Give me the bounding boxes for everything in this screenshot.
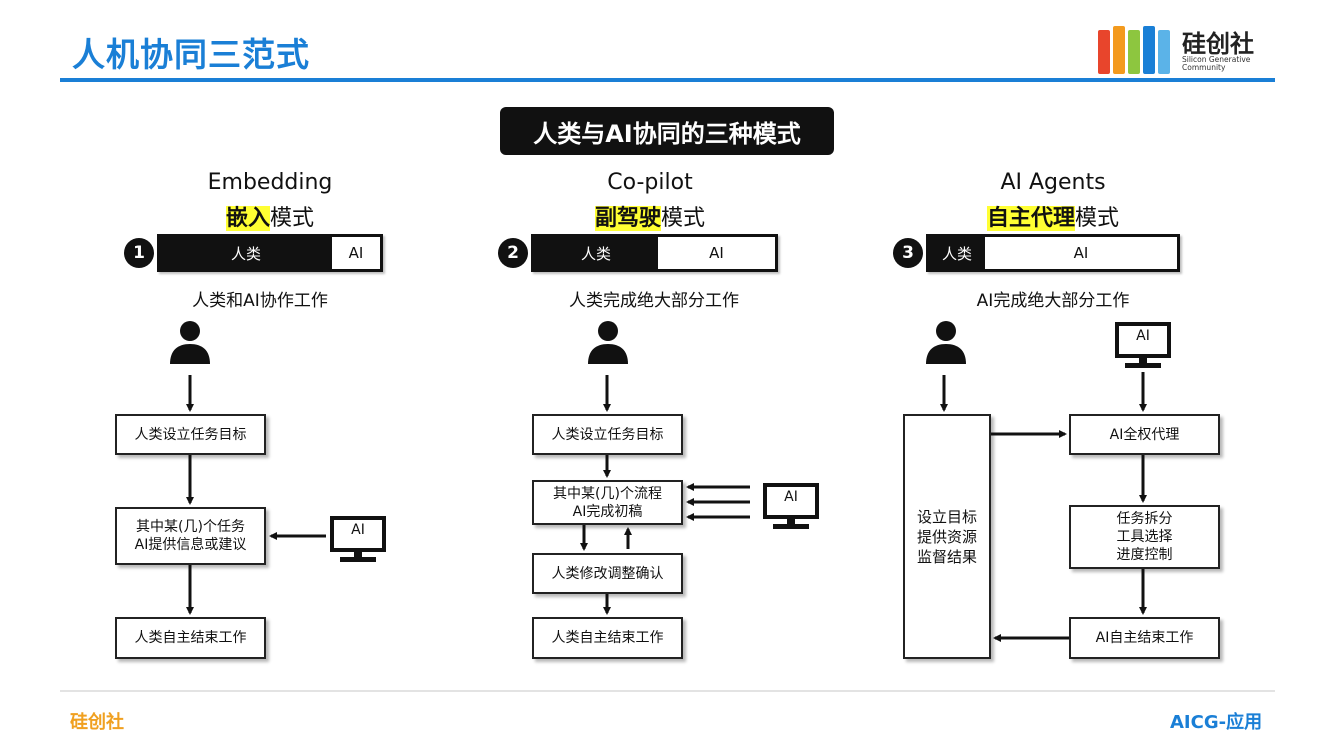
mode1-step-3: 人类自主结束工作 [115,617,266,659]
mode2-number-badge: 2 [498,238,528,268]
mode1-description: 人类和AI协作工作 [192,291,328,311]
mode2-description: 人类完成绝大部分工作 [569,291,739,311]
share-human: 人类 [534,237,658,269]
mode1-share-bar: 人类 AI [157,234,383,272]
monitor-label: AI [784,489,798,505]
monitor-label: AI [1136,328,1150,344]
title-divider [60,78,1275,82]
mode1-step-1: 人类设立任务目标 [115,414,266,455]
mode3-step-1: AI全权代理 [1069,414,1220,455]
share-ai: AI [985,237,1177,269]
logo-bars-icon [1098,26,1170,74]
share-human: 人类 [160,237,332,269]
mode2-step-3: 人类修改调整确认 [532,553,683,594]
mode2-step-4: 人类自主结束工作 [532,617,683,659]
mode2-name-en: Co-pilot [607,170,693,195]
share-human: 人类 [929,237,985,269]
main-title: 人类与AI协同的三种模式 [500,107,834,155]
mode3-description: AI完成绝大部分工作 [976,291,1130,311]
mode3-ai-monitor-icon: AI [1115,322,1171,370]
mode1-name-cn: 嵌入模式 [225,206,315,231]
mode2-share-bar: 人类 AI [531,234,778,272]
monitor-label: AI [351,522,365,538]
mode1-ai-monitor-icon: AI [330,516,386,564]
mode2-step-2: 其中某(几)个流程 AI完成初稿 [532,480,683,525]
mode3-step-3: AI自主结束工作 [1069,617,1220,659]
page-title: 人机协同三范式 [72,35,310,74]
share-ai: AI [332,237,380,269]
mode1-person-icon [170,321,210,364]
logo-subtext: Silicon Generative Community [1182,55,1251,72]
mode1-step-2: 其中某(几)个任务 AI提供信息或建议 [115,507,266,565]
mode3-name-en: AI Agents [1000,170,1106,195]
mode1-number-badge: 1 [124,238,154,268]
mode3-human-role-box: 设立目标 提供资源 监督结果 [903,414,991,659]
share-ai: AI [658,237,775,269]
mode3-person-icon [926,321,966,364]
mode3-share-bar: 人类 AI [926,234,1180,272]
mode2-ai-monitor-icon: AI [763,483,819,531]
mode2-person-icon [588,321,628,364]
mode3-step-2: 任务拆分 工具选择 进度控制 [1069,505,1220,569]
mode1-name-en: Embedding [207,170,333,195]
mode3-number-badge: 3 [893,238,923,268]
mode2-name-cn: 副驾驶模式 [594,206,706,231]
footer-category: AICG-应用 [1170,712,1263,733]
logo: 硅创社 Silicon Generative Community [1098,22,1268,74]
footer-brand: 硅创社 [70,712,124,733]
mode3-name-cn: 自主代理模式 [986,206,1120,231]
mode2-step-1: 人类设立任务目标 [532,414,683,455]
logo-text: 硅创社 [1182,30,1254,58]
footer-divider [60,690,1275,692]
